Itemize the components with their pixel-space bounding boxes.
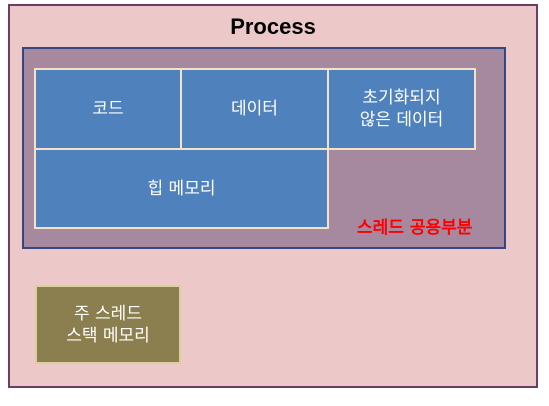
code-segment-label: 코드 xyxy=(92,99,124,119)
data-segment-block: 데이터 xyxy=(180,68,329,150)
code-segment-block: 코드 xyxy=(34,68,182,150)
thread-shared-label: 스레드 공용부분 xyxy=(357,218,473,238)
bss-segment-label: 초기화되지 않은 데이터 xyxy=(359,88,444,130)
heap-memory-label: 힙 메모리 xyxy=(147,178,216,199)
process-title: Process xyxy=(230,14,316,39)
main-thread-stack-label: 주 스레드 스택 메모리 xyxy=(66,303,150,346)
data-segment-label: 데이터 xyxy=(231,99,278,119)
main-thread-stack-block: 주 스레드 스택 메모리 xyxy=(35,285,181,364)
bss-segment-block: 초기화되지 않은 데이터 xyxy=(327,68,476,150)
heap-memory-block: 힙 메모리 xyxy=(34,148,329,229)
